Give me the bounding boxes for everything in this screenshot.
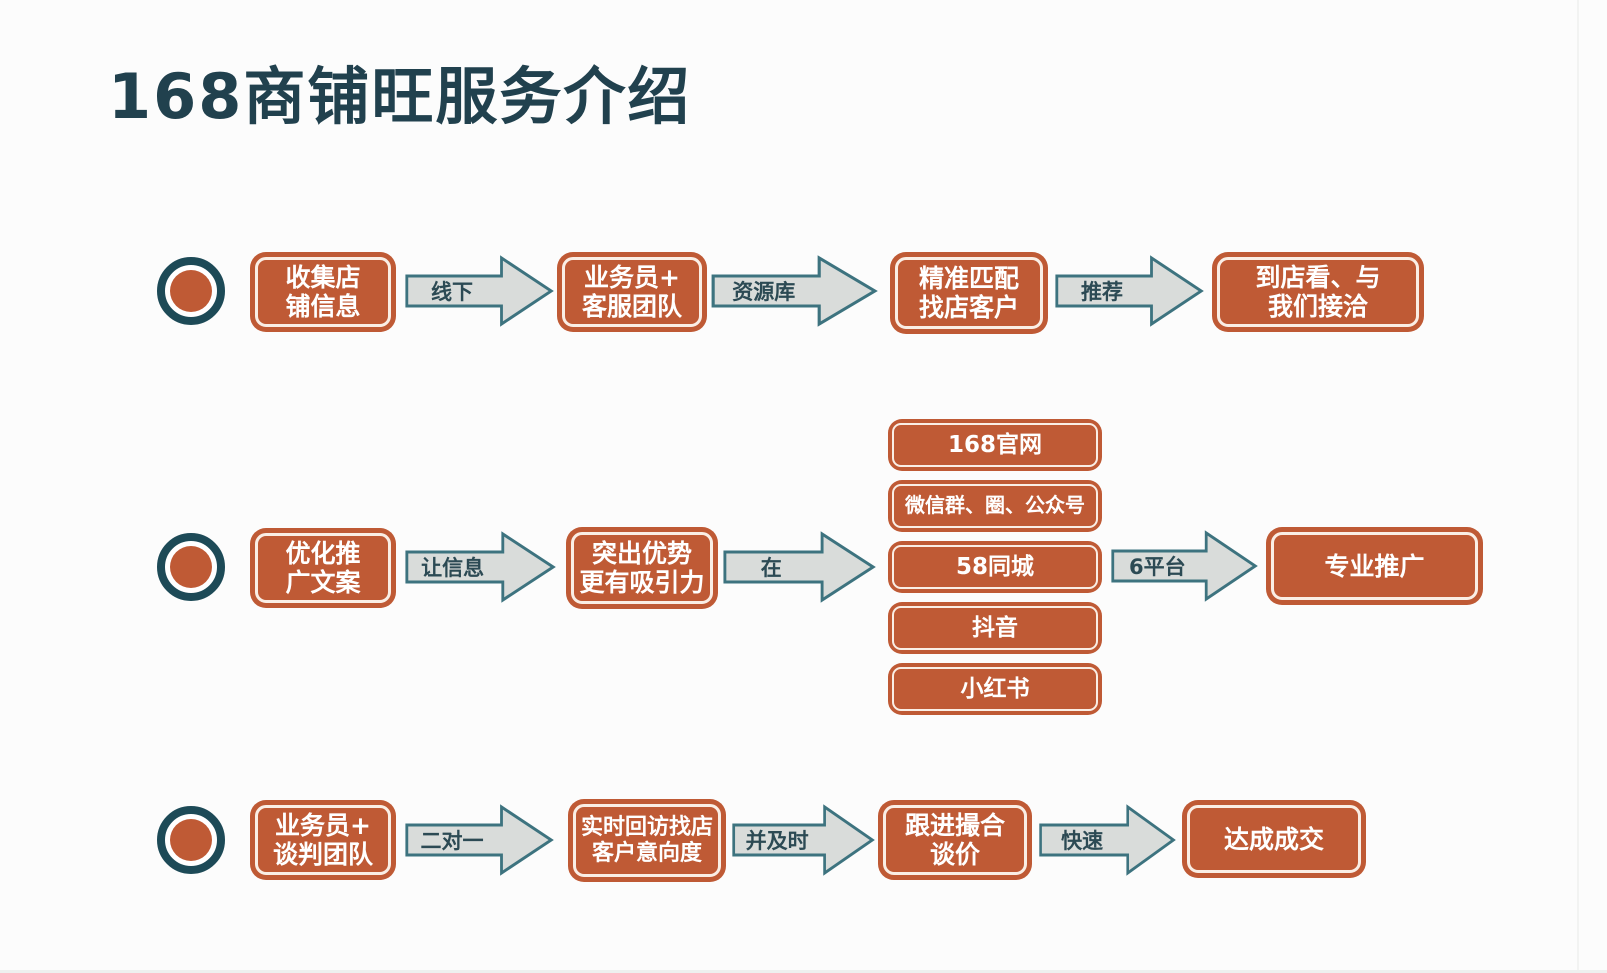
step-line: 广文案 (285, 568, 361, 597)
step-highlight-advantages: 突出优势 更有吸引力 (566, 527, 718, 609)
page-edge-line (1577, 0, 1579, 973)
platform-168-website: 168官网 (888, 419, 1102, 471)
right-arrow-icon (1055, 255, 1204, 327)
circle-bullet-icon (157, 806, 225, 874)
step-box-label: 实时回访找店 客户意向度 (573, 804, 721, 877)
arrow-make-info: 让信息 (404, 529, 556, 605)
page-edge-line (0, 970, 1607, 973)
step-line: 铺信息 (285, 292, 361, 321)
step-collect-shop-info: 收集店 铺信息 (250, 252, 396, 332)
platform-stack: 168官网 微信群、圈、公众号 58同城 抖音 小红书 (888, 419, 1102, 715)
step-box-label: 到店看、与 我们接洽 (1217, 257, 1419, 327)
arrow-label: 资源库 (732, 280, 796, 304)
step-sales-service-team: 业务员+ 客服团队 (557, 252, 707, 332)
right-arrow-icon (711, 255, 878, 327)
step-line: 精准匹配 (918, 264, 1019, 293)
platform-wechat-groups: 微信群、圈、公众号 (888, 480, 1102, 532)
page-title: 168商铺旺服务介绍 (108, 60, 692, 133)
right-arrow-icon (405, 804, 554, 876)
right-arrow-icon (732, 804, 875, 876)
orange-dot-icon (170, 546, 212, 588)
step-box-label: 优化推 广文案 (255, 533, 391, 603)
arrow-resource-pool: 资源库 (710, 253, 878, 329)
circle-bullet-icon (157, 257, 225, 325)
step-precise-matching: 精准匹配 找店客户 (890, 252, 1048, 334)
platform-label: 小红书 (892, 667, 1098, 711)
right-arrow-icon (723, 531, 876, 603)
arrow-recommend: 推荐 (1054, 253, 1204, 329)
step-box-label: 突出优势 更有吸引力 (571, 532, 713, 604)
step-line: 谈判团队 (272, 840, 373, 869)
step-line: 跟进撮合 (904, 811, 1005, 840)
arrow-label: 6平台 (1129, 555, 1186, 579)
step-line: 实时回访找店 (580, 814, 713, 840)
platform-text: 168官网 (947, 431, 1042, 458)
step-close-deal: 达成成交 (1182, 800, 1366, 878)
arrow-label: 并及时 (745, 829, 809, 853)
step-line: 专业推广 (1324, 551, 1425, 581)
arrow-fast: 快速 (1038, 802, 1176, 878)
platform-text: 微信群、圈、公众号 (905, 493, 1085, 518)
platform-58-tongcheng: 58同城 (888, 541, 1102, 593)
platform-label: 抖音 (892, 606, 1098, 650)
step-box-label: 业务员+ 谈判团队 (255, 805, 391, 875)
arrow-6-platforms: 6平台 (1110, 528, 1258, 604)
arrow-label: 线下 (431, 280, 473, 304)
step-box-label: 专业推广 (1271, 532, 1478, 600)
platform-text: 小红书 (960, 675, 1030, 702)
arrow-label: 二对一 (420, 829, 484, 853)
right-arrow-icon (1111, 530, 1258, 602)
step-line: 优化推 (285, 539, 361, 568)
orange-dot-icon (170, 270, 212, 312)
platform-text: 58同城 (955, 553, 1034, 580)
step-follow-up-negotiate-price: 跟进撮合 谈价 (878, 800, 1032, 880)
arrow-two-on-one: 二对一 (404, 802, 554, 878)
step-line: 我们接洽 (1267, 292, 1368, 321)
arrow-offline: 线下 (404, 253, 554, 329)
step-optimize-copywriting: 优化推 广文案 (250, 528, 396, 608)
platform-label: 168官网 (892, 423, 1098, 467)
arrow-label: 在 (760, 556, 782, 580)
arrow-on: 在 (722, 529, 876, 605)
step-box-label: 达成成交 (1187, 805, 1361, 873)
step-box-label: 跟进撮合 谈价 (883, 805, 1027, 875)
step-line: 达成成交 (1223, 824, 1324, 854)
step-box-label: 精准匹配 找店客户 (895, 257, 1043, 329)
step-professional-promotion: 专业推广 (1266, 527, 1483, 605)
step-box-label: 业务员+ 客服团队 (562, 257, 702, 327)
step-visit-contact-us: 到店看、与 我们接洽 (1212, 252, 1424, 332)
platform-xiaohongshu: 小红书 (888, 663, 1102, 715)
platform-text: 抖音 (972, 614, 1018, 641)
step-line: 突出优势 (591, 539, 692, 568)
platform-label: 微信群、圈、公众号 (892, 484, 1098, 528)
step-line: 到店看、与 (1255, 263, 1381, 292)
arrow-label: 让信息 (421, 556, 485, 580)
step-line: 客服团队 (581, 292, 682, 321)
right-arrow-icon (1039, 804, 1176, 876)
step-line: 业务员+ (275, 811, 371, 840)
platform-douyin: 抖音 (888, 602, 1102, 654)
step-realtime-follow-up-intent: 实时回访找店 客户意向度 (568, 799, 726, 882)
orange-dot-icon (170, 819, 212, 861)
step-line: 客户意向度 (591, 840, 702, 866)
circle-bullet-icon (157, 533, 225, 601)
arrow-label: 快速 (1061, 829, 1104, 853)
right-arrow-icon (405, 531, 556, 603)
step-line: 业务员+ (584, 263, 680, 292)
step-line: 收集店 (285, 263, 361, 292)
platform-label: 58同城 (892, 545, 1098, 589)
step-box-label: 收集店 铺信息 (255, 257, 391, 327)
step-sales-negotiation-team: 业务员+ 谈判团队 (250, 800, 396, 880)
arrow-label: 推荐 (1081, 280, 1123, 304)
arrow-and-timely: 并及时 (731, 802, 875, 878)
step-line: 更有吸引力 (579, 568, 705, 597)
step-line: 谈价 (929, 840, 980, 869)
right-arrow-icon (405, 255, 554, 327)
step-line: 找店客户 (918, 293, 1019, 322)
